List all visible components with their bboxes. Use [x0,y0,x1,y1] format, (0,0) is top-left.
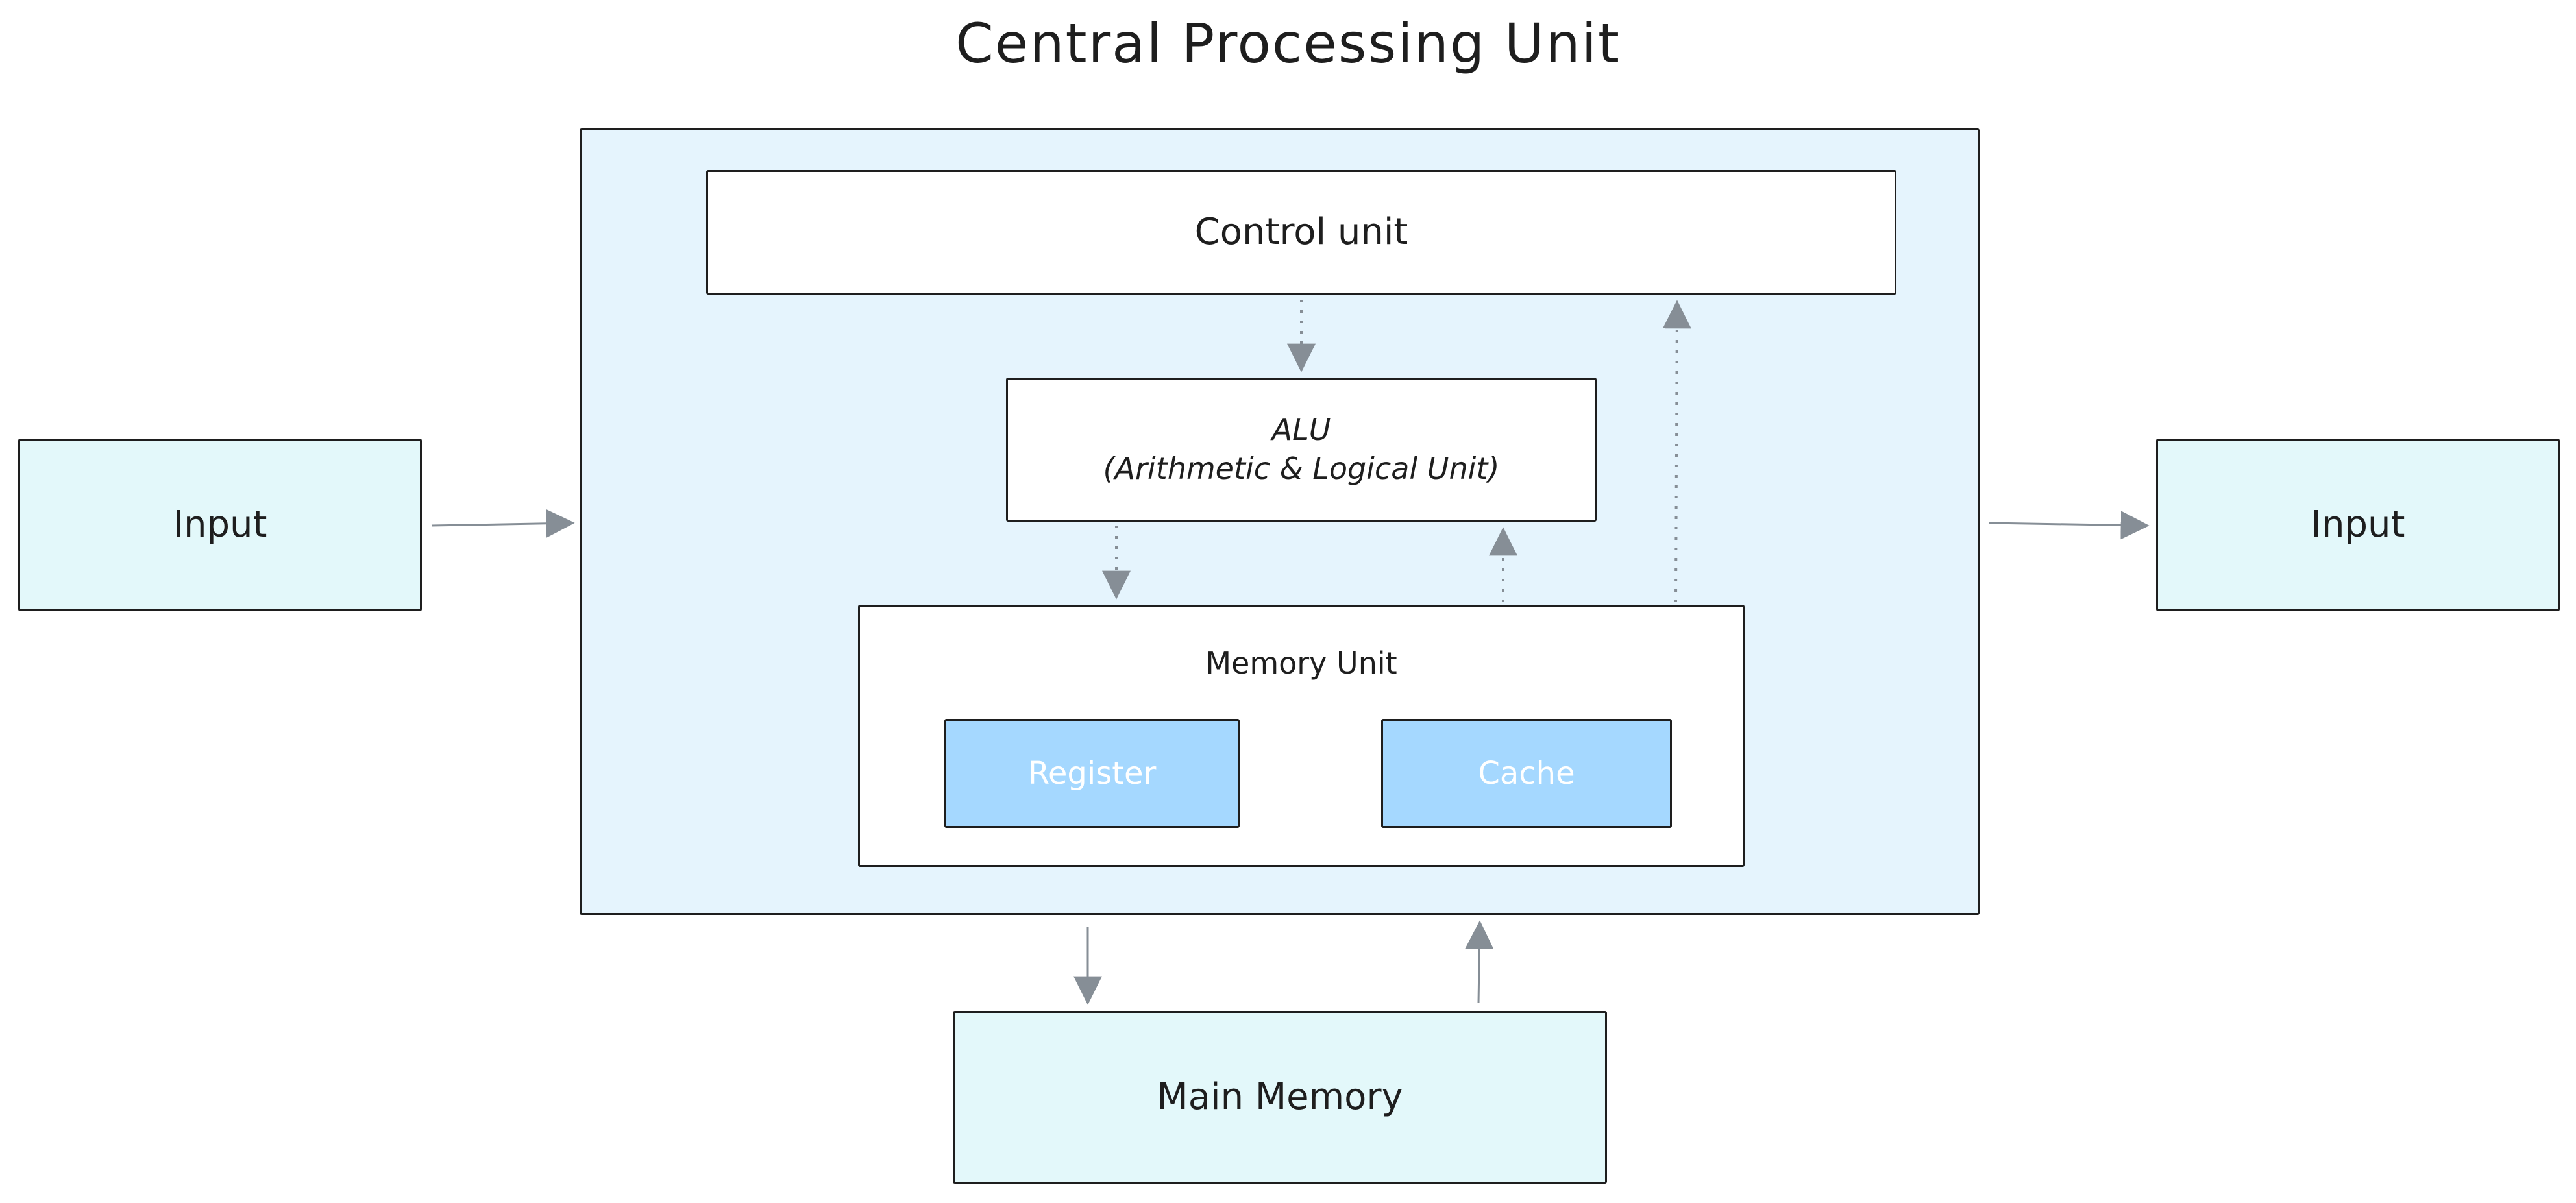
control-unit-label: Control unit [1194,210,1408,253]
arrow-input-to-cpu [431,509,575,538]
alu-label: ALU (Arithmetic & Logical Unit) [1103,412,1500,486]
memory-unit-label: Memory Unit [1205,646,1397,681]
alu-box: ALU (Arithmetic & Logical Unit) [1006,378,1597,522]
input-left-box: Input [18,439,422,611]
cache-box: Cache [1381,719,1672,828]
input-right-box: Input [2156,439,2560,611]
input-left-label: Input [173,503,267,546]
arrow-memory-unit-to-control [1662,300,1691,603]
main-memory-label: Main Memory [1157,1075,1403,1118]
arrow-main-memory-to-cpu [1465,920,1494,1004]
arrow-cpu-to-output [1989,511,2150,540]
control-unit-box: Control unit [706,170,1896,295]
register-box: Register [944,719,1240,828]
input-right-label: Input [2311,503,2405,546]
diagram-title: Central Processing Unit [955,12,1621,75]
main-memory-box: Main Memory [953,1011,1607,1184]
register-label: Register [1027,755,1157,792]
cache-label: Cache [1478,755,1575,792]
